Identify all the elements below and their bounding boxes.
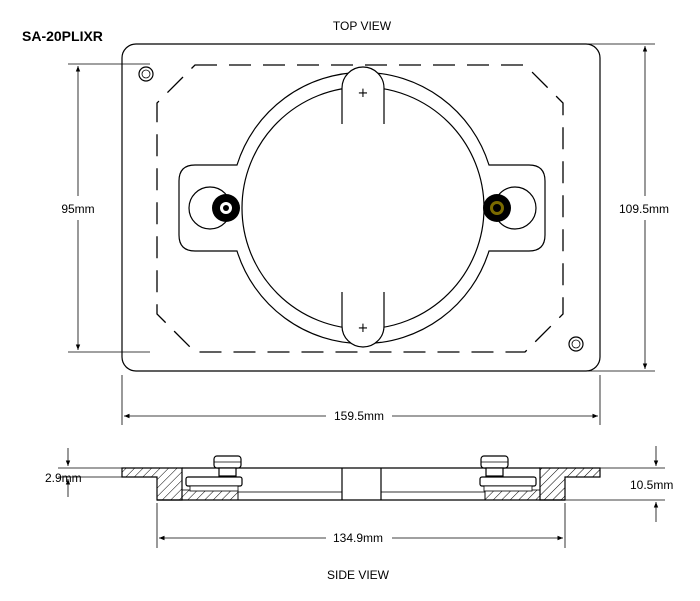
flange-right	[539, 467, 601, 501]
dim-height-outer	[580, 43, 655, 372]
dim-height-inner	[68, 63, 150, 353]
corner-hole-bottom-right	[568, 336, 584, 352]
right-bolt	[479, 455, 537, 492]
top-slot	[341, 66, 385, 124]
right-mount-nut	[483, 186, 537, 230]
top-slot-plus: +	[358, 86, 369, 101]
dim-depth-label: 10.5mm	[630, 478, 673, 492]
dim-flange-thickness	[58, 448, 122, 497]
model-title: SA-20PLIXR	[22, 28, 103, 44]
dim-width-outer	[121, 375, 601, 425]
dim-flange-thickness-label: 2.9mm	[45, 471, 82, 485]
dim-width-outer-label: 159.5mm	[334, 409, 384, 423]
top-view: + +	[121, 43, 601, 372]
bottom-slot-plus: +	[358, 321, 369, 336]
inner-hatch-right	[484, 489, 541, 501]
side-view-label: SIDE VIEW	[327, 568, 390, 582]
side-view	[121, 455, 601, 501]
corner-hole-top-left	[138, 66, 154, 82]
bottom-slot	[341, 292, 385, 348]
flange-left	[121, 467, 183, 501]
dim-height-inner-label: 95mm	[61, 202, 94, 216]
dim-depth	[565, 446, 665, 522]
left-mount-nut	[188, 186, 240, 230]
dim-height-outer-label: 109.5mm	[619, 202, 669, 216]
top-view-label: TOP VIEW	[333, 19, 392, 33]
left-bolt	[185, 455, 243, 492]
dim-width-inner	[156, 503, 566, 548]
outer-plate	[121, 43, 601, 372]
dashed-inner-outline	[156, 64, 564, 353]
dim-width-inner-label: 134.9mm	[333, 531, 383, 545]
inner-hatch-left	[181, 489, 239, 501]
